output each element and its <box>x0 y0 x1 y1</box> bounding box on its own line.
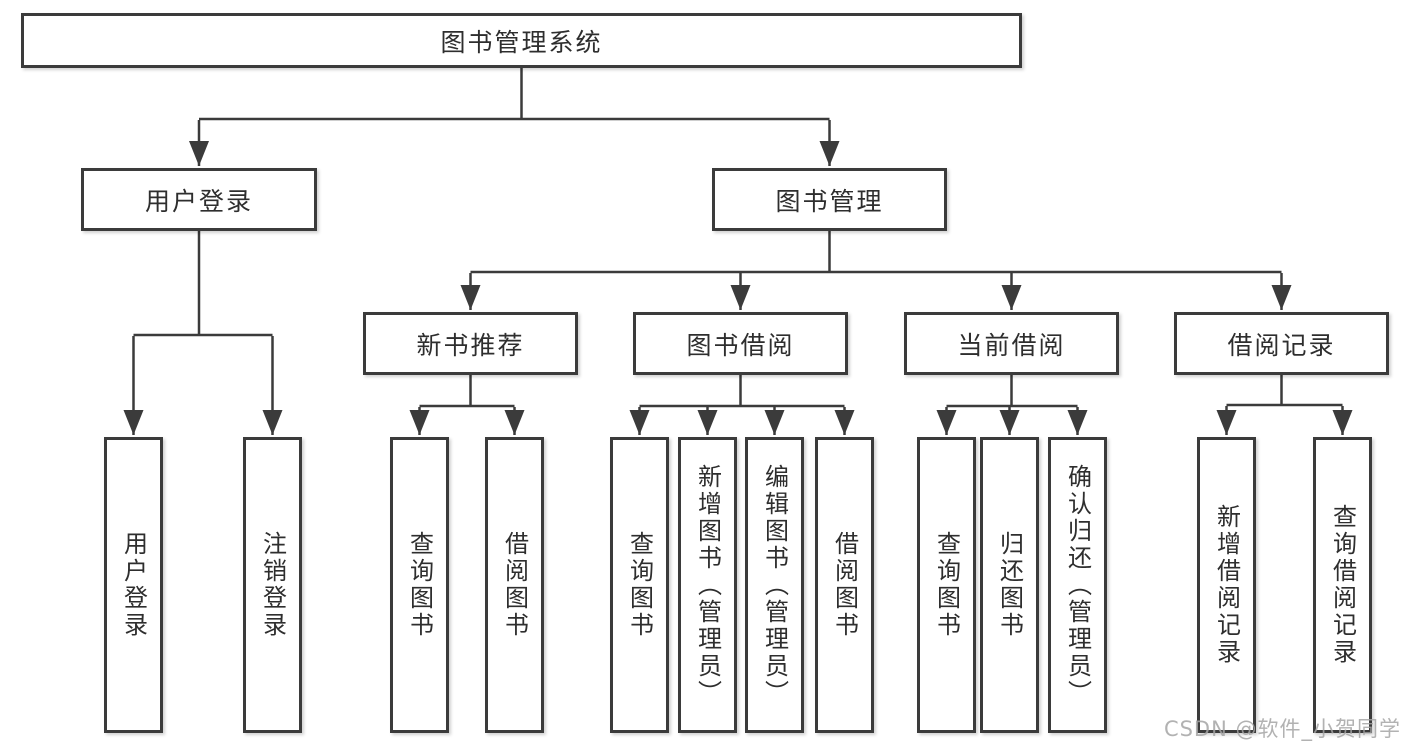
node-current-borrow-label: 当前借阅 <box>957 330 1066 360</box>
leaf-user-login-label: 用户登录 <box>119 531 148 639</box>
leaf-query-borrow-record-label: 查询借阅记录 <box>1328 504 1357 666</box>
leaf-logout-label: 注销登录 <box>258 531 287 639</box>
leaf-query-books-borrow-label: 查询图书 <box>625 531 654 639</box>
leaf-query-books-current-label: 查询图书 <box>932 531 961 639</box>
connector-borrow-records-split <box>1226 375 1343 407</box>
leaf-query-borrow-record: 查询借阅记录 <box>1313 437 1372 733</box>
leaf-edit-books-admin-label: 编辑图书（管理员） <box>760 463 789 707</box>
node-new-book-recommend: 新书推荐 <box>363 312 578 375</box>
node-book-borrow-label: 图书借阅 <box>686 330 795 360</box>
node-new-book-recommend-label: 新书推荐 <box>416 330 525 360</box>
node-user-login: 用户登录 <box>81 168 317 231</box>
leaf-add-books-admin-label: 新增图书（管理员） <box>693 463 722 707</box>
leaf-add-books-admin: 新增图书（管理员） <box>678 437 737 733</box>
leaf-query-books-borrow: 查询图书 <box>610 437 669 733</box>
connector-book-management-trunk <box>470 231 1282 274</box>
leaf-borrow-books-recommend-label: 借阅图书 <box>500 531 529 639</box>
leaf-borrow-books-recommend: 借阅图书 <box>485 437 544 733</box>
leaf-confirm-return-admin: 确认归还（管理员） <box>1048 437 1107 733</box>
leaf-user-login: 用户登录 <box>104 437 163 733</box>
node-root: 图书管理系统 <box>21 13 1022 68</box>
leaf-return-books-label: 归还图书 <box>995 531 1024 639</box>
connector-root-trunk <box>199 68 830 121</box>
node-current-borrow: 当前借阅 <box>904 312 1119 375</box>
leaf-borrow-books: 借阅图书 <box>815 437 874 733</box>
connector-book-borrow-split <box>639 375 845 408</box>
leaf-logout: 注销登录 <box>243 437 302 733</box>
connector-new-book-recommend-split <box>419 375 515 408</box>
leaf-edit-books-admin: 编辑图书（管理员） <box>745 437 804 733</box>
leaf-borrow-books-label: 借阅图书 <box>830 531 859 639</box>
node-book-management: 图书管理 <box>712 168 947 231</box>
connector-user-login-split <box>133 231 273 337</box>
node-user-login-label: 用户登录 <box>144 186 253 216</box>
node-borrow-records: 借阅记录 <box>1174 312 1389 375</box>
leaf-query-books-recommend-label: 查询图书 <box>405 531 434 639</box>
leaf-query-books-recommend: 查询图书 <box>390 437 449 733</box>
leaf-return-books: 归还图书 <box>980 437 1039 733</box>
node-borrow-records-label: 借阅记录 <box>1227 330 1336 360</box>
node-root-label: 图书管理系统 <box>440 27 603 57</box>
leaf-add-borrow-record: 新增借阅记录 <box>1197 437 1256 733</box>
leaf-query-books-current: 查询图书 <box>917 437 976 733</box>
node-book-borrow: 图书借阅 <box>633 312 848 375</box>
csdn-watermark: CSDN @软件_小贺同学 <box>1163 717 1401 741</box>
connector-current-borrow-split <box>946 375 1078 408</box>
leaf-confirm-return-admin-label: 确认归还（管理员） <box>1063 463 1092 707</box>
node-book-management-label: 图书管理 <box>775 186 884 216</box>
leaf-add-borrow-record-label: 新增借阅记录 <box>1212 504 1241 666</box>
